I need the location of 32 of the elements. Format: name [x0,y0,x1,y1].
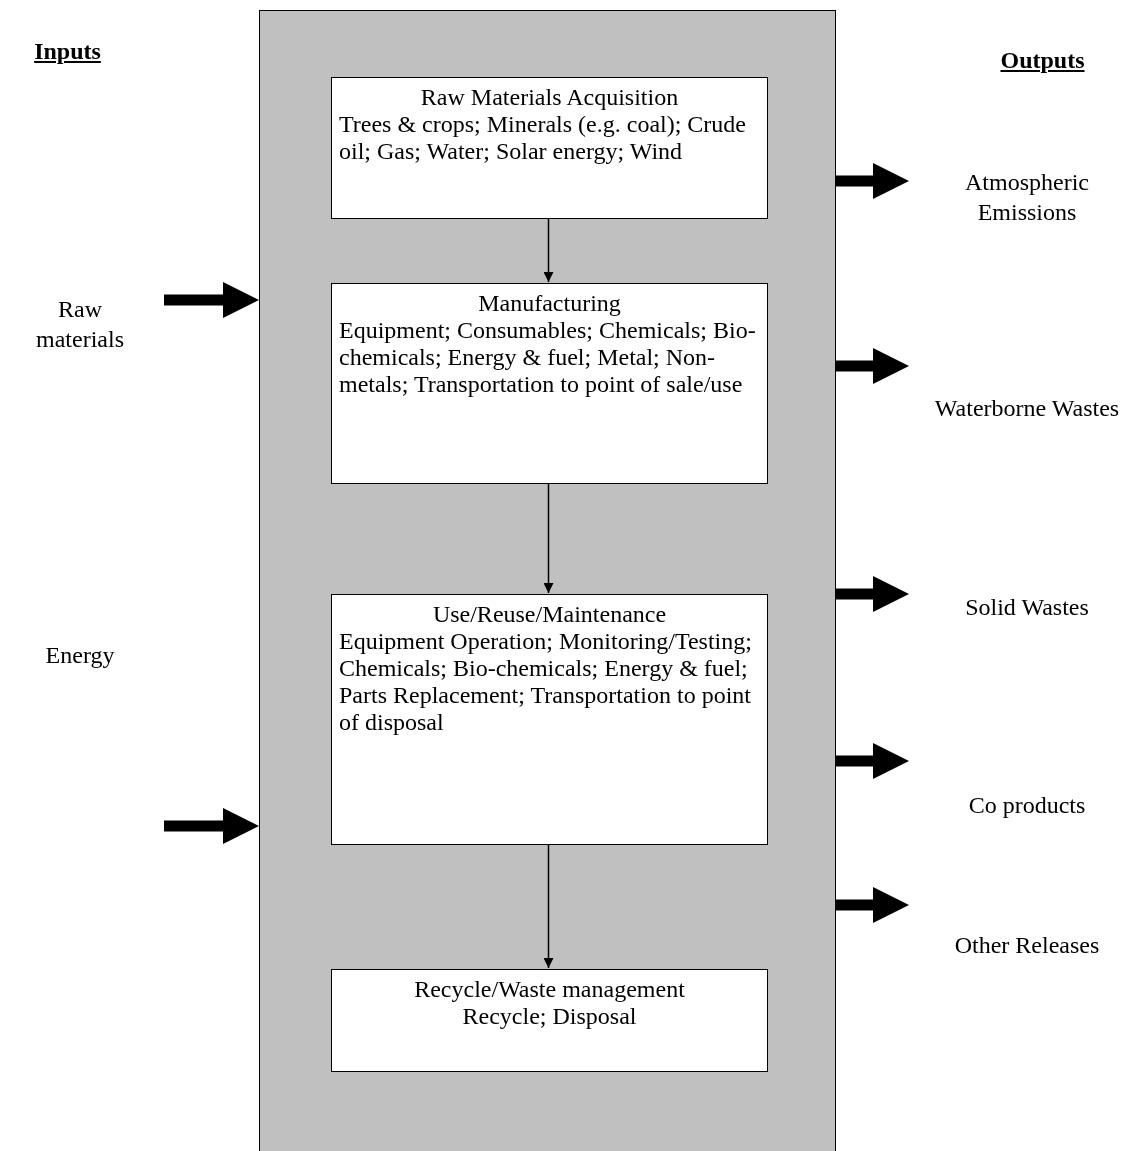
arrow [543,482,554,594]
column-heading: Outputs [999,46,1086,75]
stage-description: Recycle; Disposal [461,1003,638,1030]
output-label: Co products [967,791,1087,820]
arrow [543,843,554,969]
input-label: Raw materials [35,295,125,354]
stage-title: Manufacturing [477,290,622,317]
stage-description: Equipment; Consumables; Chemicals; Bio-chemicals; Energy & fuel; Metal; Non-metals; Transportation to point of sale/use [339,317,757,398]
output-label: Waterborne Wastes [933,394,1121,423]
stage-box [331,283,768,484]
stage-title: Recycle/Waste management [413,976,686,1003]
arrow [836,576,909,612]
stage-box [331,77,768,219]
arrow [836,743,909,779]
stage-title: Use/Reuse/Maintenance [431,601,668,628]
output-label: Solid Wastes [964,593,1090,622]
stage-description: Equipment Operation; Monitoring/Testing; Chemicals; Bio-chemicals; Energy & fuel; Parts Replacement; Transportation to point of disposal [339,628,753,736]
output-label: Atmospheric Emissions [964,168,1090,227]
stage-title: Raw Materials Acquisition [419,84,680,111]
input-label: Energy [44,641,116,670]
stage-box [331,969,768,1072]
arrow [164,282,259,318]
stage-box [331,594,768,845]
arrow [543,217,554,283]
arrow [164,808,259,844]
output-label: Other Releases [953,931,1101,960]
arrow [836,348,909,384]
arrow [836,887,909,923]
arrow [836,163,909,199]
stage-description: Trees & crops; Minerals (e.g. coal); Crude oil; Gas; Water; Solar energy; Wind [339,111,747,165]
column-heading: Inputs [33,37,102,66]
process-area-box [259,10,836,1151]
